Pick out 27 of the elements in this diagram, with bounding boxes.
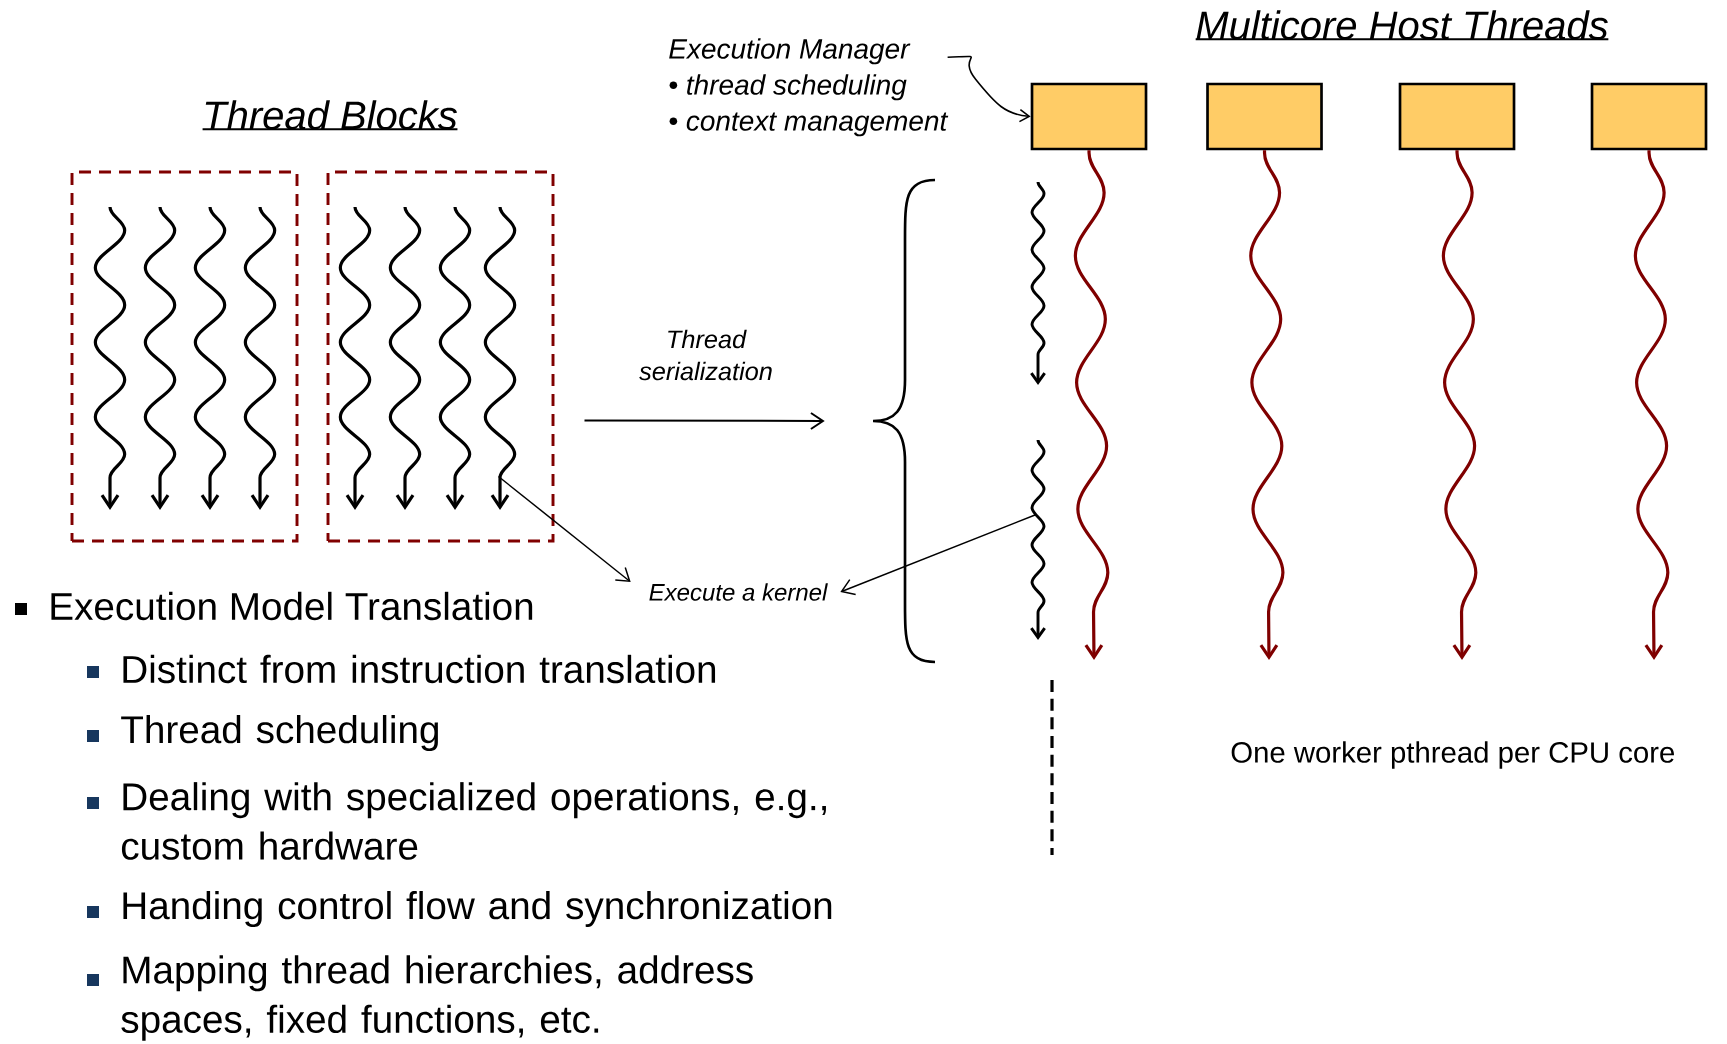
curly-brace — [871, 178, 936, 664]
thread-arrow — [1249, 150, 1285, 660]
bullet-item: Mapping thread hierarchies, address spaces, fixed functions, etc. — [87, 955, 753, 1041]
edge-label: Thread serialization — [639, 329, 772, 381]
annotation-text: Execution Manager • thread scheduling • context management — [669, 38, 949, 137]
host-thread-box — [1590, 82, 1708, 151]
arrow — [497, 475, 631, 582]
host-thread-box — [1398, 82, 1516, 151]
thread-arrow — [1073, 150, 1110, 660]
thread-block-box — [326, 170, 555, 543]
arrow — [583, 411, 825, 430]
bullet-item: Dealing with specialized operations, e.g., custom hardware — [87, 782, 826, 860]
title: Thread Blocks — [202, 100, 458, 131]
thread-arrow — [1633, 150, 1670, 660]
thread-block-box — [70, 170, 299, 543]
annotation-text: Execute a kernel — [649, 583, 828, 601]
bullet-item: Handing control flow and synchronization — [87, 890, 832, 927]
host-thread-box — [1030, 82, 1148, 151]
bullet-item: Thread scheduling — [87, 714, 438, 751]
arrow — [840, 514, 1036, 596]
bullet-item: Distinct from instruction translation — [87, 654, 716, 684]
title: Multicore Host Threads — [1195, 10, 1609, 41]
host-thread-box — [1206, 82, 1323, 151]
thread-arrow — [1441, 150, 1478, 660]
caption-text: One worker pthread per CPU core — [1231, 741, 1674, 769]
bullet-item: Execution Model Translation — [15, 591, 533, 621]
arrow — [946, 55, 1031, 123]
